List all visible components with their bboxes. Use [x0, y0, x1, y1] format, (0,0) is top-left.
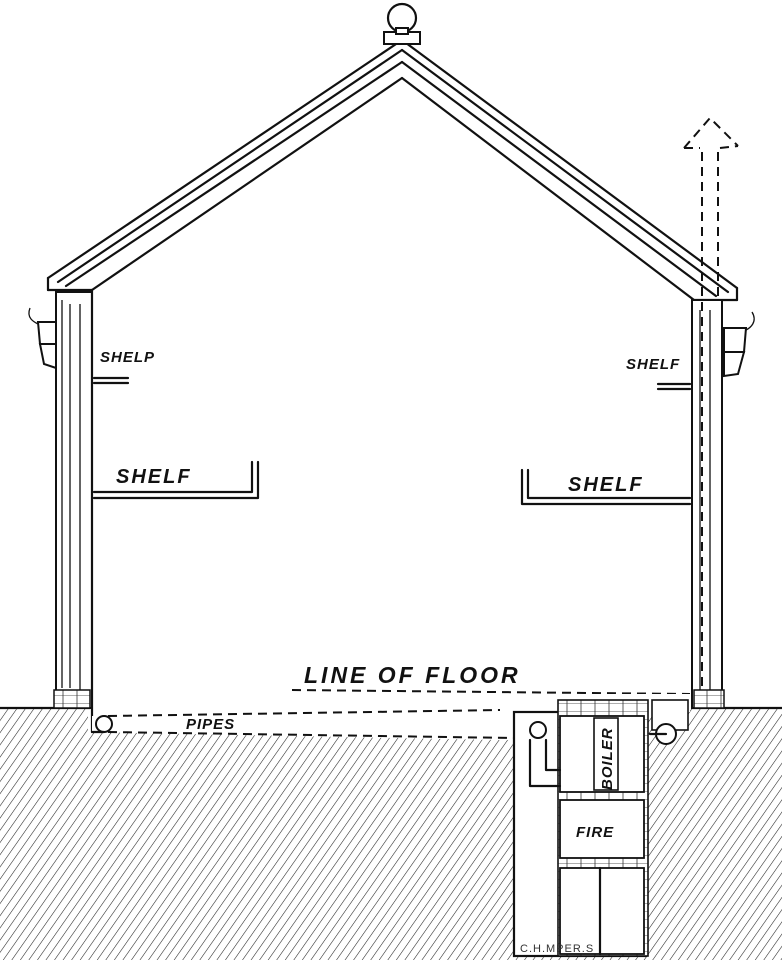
- label-shelf-upper-right: SHELF: [626, 356, 680, 373]
- left-wall: [53, 288, 94, 734]
- finial: [383, 2, 421, 45]
- label-line-of-floor: LINE OF FLOOR: [304, 662, 521, 688]
- label-shelf-lower-left: SHELF: [116, 466, 192, 488]
- shelf-lower-left: [92, 460, 260, 500]
- label-boiler: BOILER: [599, 727, 616, 790]
- engraver-signature: C.H.MPER.S: [520, 943, 594, 955]
- shelf-lower-right: [520, 468, 692, 506]
- shelf-upper-right: [656, 382, 692, 391]
- label-pipes: PIPES: [186, 716, 235, 733]
- floor-line: [291, 689, 691, 695]
- shelf-upper-left: [92, 376, 130, 385]
- boiler-pit: [512, 694, 690, 958]
- roof: [46, 38, 739, 302]
- right-gutter: [723, 311, 755, 378]
- label-shelf-lower-right: SHELF: [568, 474, 644, 496]
- ground: [0, 706, 782, 960]
- right-wall: [691, 299, 725, 709]
- pipes: [90, 709, 515, 739]
- left-gutter: [28, 307, 57, 370]
- label-shelf-upper-left: SHELP: [100, 349, 155, 366]
- flue-dashed: [683, 116, 739, 690]
- label-fire: FIRE: [576, 824, 614, 841]
